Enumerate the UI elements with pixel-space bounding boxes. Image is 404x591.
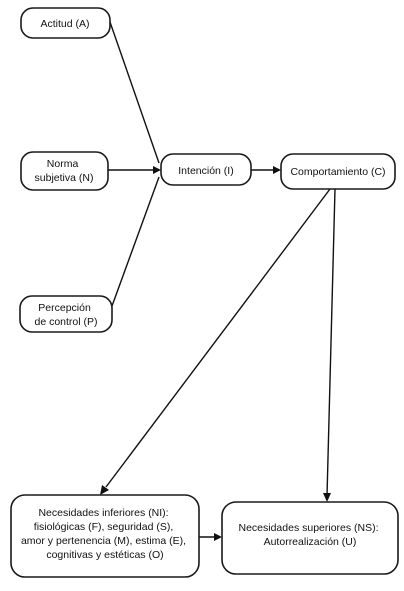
node-superiores-label: Necesidades superiores (NS): Autorrealiz… bbox=[239, 522, 382, 548]
node-inferiores-box bbox=[10, 494, 200, 578]
node-superiores-box bbox=[221, 501, 399, 575]
node-inferiores-line-3: amor y pertenencia (M), estima (E), bbox=[21, 535, 186, 547]
node-intencion-box bbox=[160, 153, 252, 186]
node-percepcion-label: Percepción de control (P) bbox=[34, 302, 97, 328]
node-comportamiento: Comportamiento (C) bbox=[280, 153, 396, 190]
node-intencion-line-1: Intención (I) bbox=[178, 165, 233, 177]
node-superiores: Necesidades superiores (NS): Autorrealiz… bbox=[221, 501, 399, 575]
node-inferiores-line-1: Necesidades inferiores (NI): bbox=[38, 507, 168, 519]
node-percepcion-box bbox=[19, 295, 113, 333]
node-actitud-line-1: Actitud (A) bbox=[40, 18, 89, 30]
edge-comportamiento-inferiores bbox=[105, 188, 331, 488]
node-norma-label: Norma subjetiva (N) bbox=[35, 158, 94, 184]
edge-actitud-intencion bbox=[109, 21, 160, 164]
edge-comportamiento-superiores bbox=[326, 188, 336, 497]
node-norma: Norma subjetiva (N) bbox=[20, 151, 109, 191]
node-percepcion-line-1: Percepción bbox=[38, 302, 91, 314]
arrowheads bbox=[100, 166, 331, 541]
node-actitud: Actitud (A) bbox=[20, 7, 111, 39]
node-actitud-box bbox=[20, 7, 111, 39]
node-comportamiento-line-1: Comportamiento (C) bbox=[290, 166, 385, 178]
node-norma-box bbox=[20, 151, 109, 191]
node-comportamiento-label: Comportamiento (C) bbox=[290, 166, 385, 178]
node-inferiores-label: Necesidades inferiores (NI): fisiológica… bbox=[21, 507, 189, 561]
arrowhead-inferiores-superiores bbox=[214, 533, 222, 541]
arrowhead-comportamiento-inferiores bbox=[100, 485, 109, 495]
node-norma-line-2: subjetiva (N) bbox=[35, 172, 94, 184]
node-actitud-label: Actitud (A) bbox=[40, 18, 89, 30]
node-inferiores-line-2: fisiológicas (F), seguridad (S), bbox=[34, 521, 173, 533]
arrowhead-intencion-comportamiento bbox=[273, 166, 281, 174]
node-superiores-line-2: Autorrealización (U) bbox=[264, 536, 357, 548]
arrowhead-comportamiento-superiores bbox=[323, 493, 331, 502]
node-inferiores-line-4: cognitivas y estéticas (O) bbox=[46, 549, 163, 561]
node-inferiores: Necesidades inferiores (NI): fisiológica… bbox=[10, 494, 200, 578]
node-percepcion-line-2: de control (P) bbox=[34, 316, 97, 328]
node-percepcion: Percepción de control (P) bbox=[19, 295, 113, 333]
node-superiores-line-1: Necesidades superiores (NS): bbox=[239, 522, 379, 534]
node-norma-line-1: Norma bbox=[47, 158, 79, 170]
node-intencion-label: Intención (I) bbox=[178, 165, 233, 177]
node-intencion: Intención (I) bbox=[160, 153, 252, 186]
node-comportamiento-box bbox=[280, 153, 396, 190]
edges bbox=[105, 21, 336, 538]
edge-percepcion-intencion bbox=[111, 176, 160, 307]
arrowhead-norma-intencion bbox=[153, 166, 161, 174]
